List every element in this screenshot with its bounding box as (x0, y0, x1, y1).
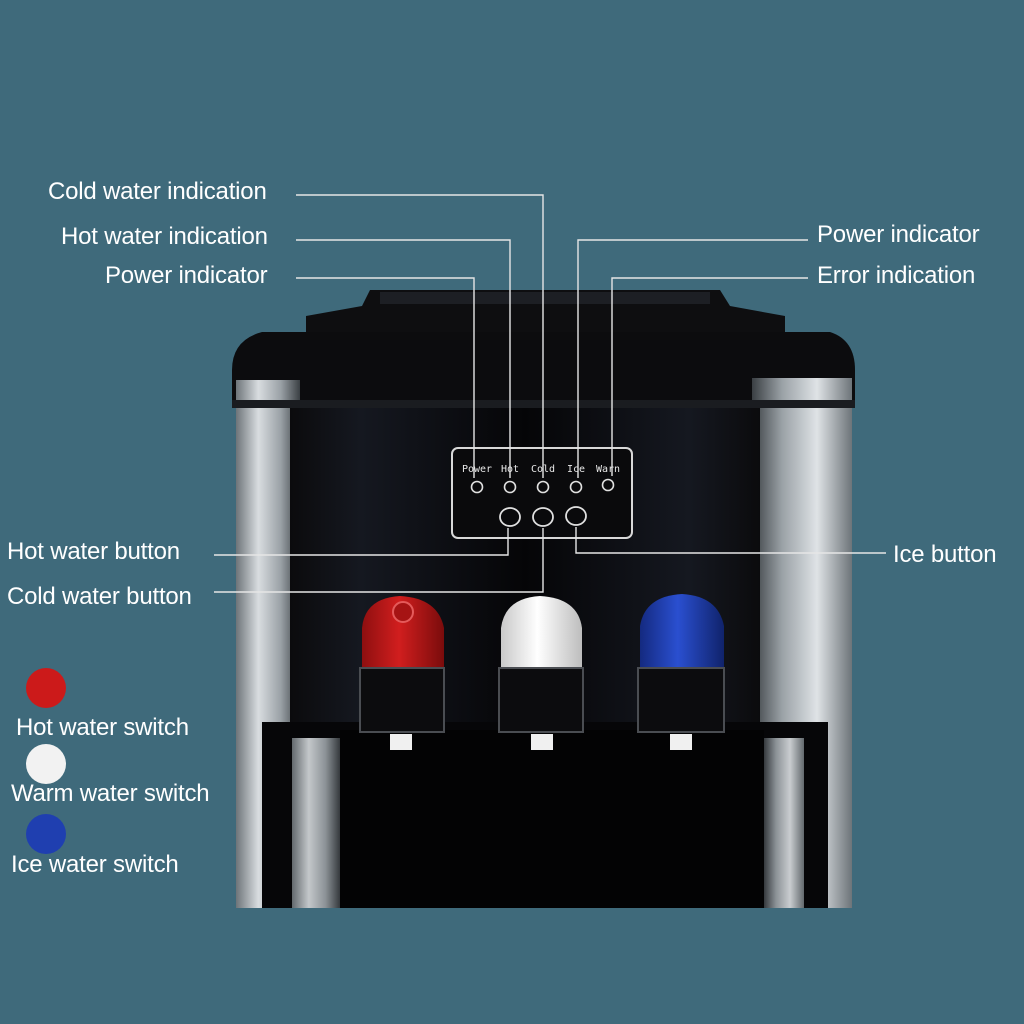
panel-label-ice: Ice (567, 464, 585, 475)
hot-light-icon (503, 480, 517, 494)
leader-lines (214, 194, 886, 593)
label-power-indicator-right: Power indicator (817, 221, 980, 248)
ice-button-icon[interactable] (565, 506, 587, 526)
legend-hot-water-switch: Hot water switch (16, 714, 189, 741)
label-error-indication: Error indication (817, 262, 976, 289)
label-hot-water-indication: Hot water indication (61, 223, 268, 250)
white-dot-icon (26, 744, 66, 784)
panel-buttons (499, 506, 587, 527)
leader-cold-indication (296, 194, 544, 478)
legend-warm-water-switch: Warm water switch (11, 780, 210, 807)
hot-water-button-icon[interactable] (499, 507, 521, 527)
label-cold-water-indication: Cold water indication (48, 178, 267, 205)
leader-power-right (577, 239, 808, 478)
indicator-lights (470, 478, 615, 494)
blue-dot-icon (26, 814, 66, 854)
label-cold-water-button: Cold water button (7, 583, 192, 610)
panel-labels: Power Hot Cold Ice Warn (462, 464, 620, 475)
ice-water-tap (637, 594, 725, 750)
cold-light-icon (536, 480, 550, 494)
leader-power-left (296, 277, 475, 478)
leader-hot-button (214, 528, 509, 556)
warm-water-tap (498, 596, 584, 750)
leader-error (611, 277, 808, 476)
panel-label-cold: Cold (531, 464, 555, 475)
dispenser-top-lid (306, 290, 785, 332)
drip-recess (262, 722, 828, 908)
legend-ice-water-switch: Ice water switch (11, 851, 179, 878)
cold-water-button-icon[interactable] (532, 507, 554, 527)
leader-cold-button (214, 528, 544, 593)
ice-light-icon (569, 480, 583, 494)
hot-water-tap (359, 596, 445, 750)
leader-ice-button (575, 527, 886, 554)
label-power-indicator-left: Power indicator (105, 262, 268, 289)
warn-light-icon (601, 478, 615, 492)
panel-label-power: Power (462, 464, 492, 475)
panel-label-hot: Hot (501, 464, 519, 475)
label-hot-water-button: Hot water button (7, 538, 180, 565)
red-dot-icon (26, 668, 66, 708)
panel-label-warn: Warn (596, 464, 620, 475)
leader-hot-indication (296, 239, 511, 478)
power-light-icon (470, 480, 484, 494)
label-ice-button: Ice button (893, 541, 997, 568)
